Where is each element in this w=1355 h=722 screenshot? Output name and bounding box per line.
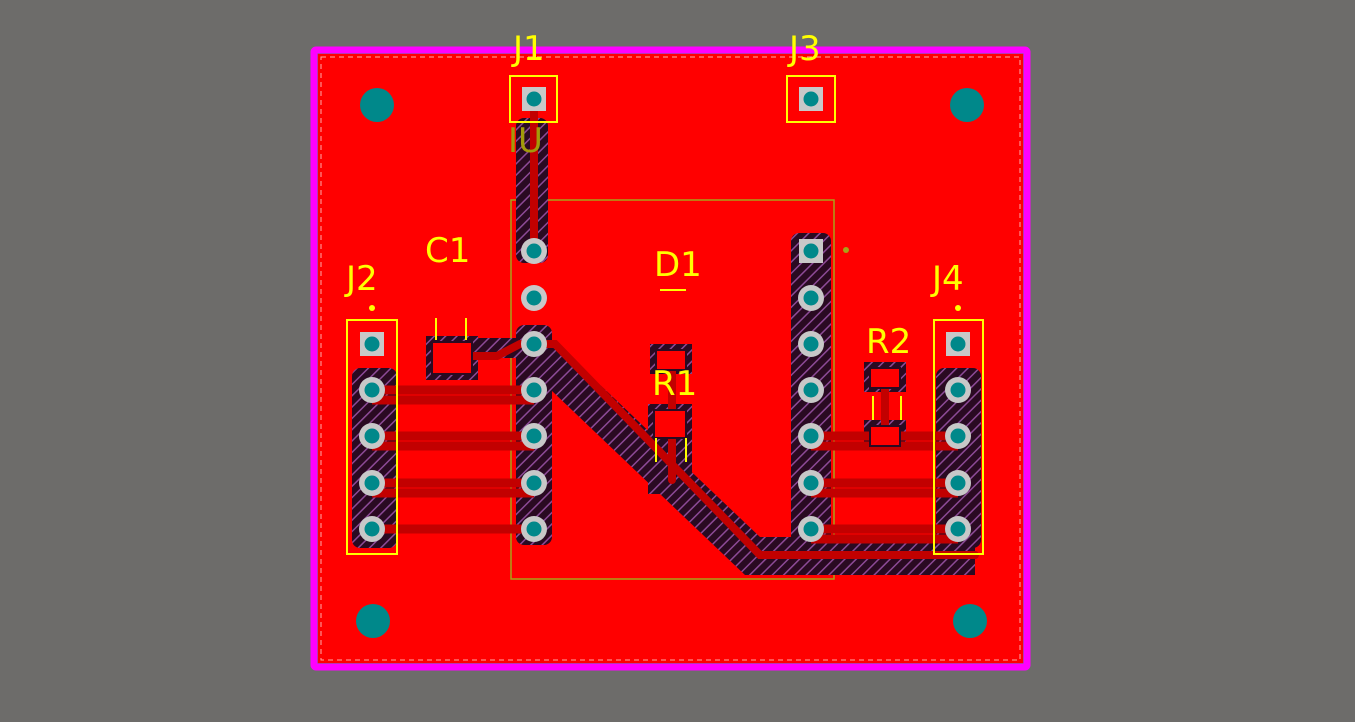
through-hole-pad-icon xyxy=(364,428,380,444)
through-hole-pad-icon xyxy=(803,336,819,352)
through-hole-pad-icon xyxy=(526,428,542,444)
j4-silk-box xyxy=(933,319,984,555)
through-hole-pad-icon xyxy=(803,521,819,537)
mounting-hole-icon xyxy=(360,88,394,122)
mounting-hole-icon xyxy=(950,88,984,122)
through-hole-pad-icon xyxy=(526,382,542,398)
through-hole-pad-icon xyxy=(526,91,542,107)
j2-label: J2 xyxy=(344,259,378,299)
silkscreen-outlines xyxy=(346,75,984,555)
r1-pad-2 xyxy=(653,409,687,439)
through-hole-pad-icon xyxy=(526,336,542,352)
mounting-hole-icon xyxy=(953,604,987,638)
board-outline xyxy=(310,46,1031,671)
smd-pads xyxy=(431,341,901,447)
through-hole-pad-icon xyxy=(526,243,542,259)
u1-label: IU xyxy=(508,121,543,161)
r1-pad-1 xyxy=(655,349,687,371)
j2-pin1-dot xyxy=(369,305,375,311)
mounting-holes xyxy=(356,88,987,638)
u1-pin1-dot xyxy=(843,247,849,253)
r2-label: R2 xyxy=(866,322,911,362)
r1-label: R1 xyxy=(652,364,697,404)
mounting-hole-icon xyxy=(356,604,390,638)
through-hole-pad-icon xyxy=(950,521,966,537)
d1-label: D1 xyxy=(654,245,702,285)
through-hole-pad-icon xyxy=(950,475,966,491)
j1-silk-box xyxy=(509,75,558,123)
through-hole-pad-icon xyxy=(526,521,542,537)
through-hole-pad-icon xyxy=(950,336,966,352)
through-hole-pad-icon xyxy=(364,382,380,398)
through-hole-pad-icon xyxy=(803,475,819,491)
r2-pad-2 xyxy=(869,425,901,447)
through-hole-pads xyxy=(359,87,971,542)
silkscreen-labels: J1 J3 J2 J4 C1 D1 R1 R2 IU xyxy=(344,29,964,404)
keepout-dashed-line xyxy=(320,56,1021,661)
j3-silk-box xyxy=(786,75,836,123)
c1-label: C1 xyxy=(425,231,470,271)
j2-bus-traces xyxy=(372,385,534,534)
through-hole-pad-icon xyxy=(364,521,380,537)
j1-label: J1 xyxy=(511,29,545,69)
through-hole-pad-icon xyxy=(803,290,819,306)
j4-pin1-dot xyxy=(955,305,961,311)
r2-pad-1 xyxy=(869,367,901,389)
through-hole-pad-icon xyxy=(803,428,819,444)
through-hole-pad-icon xyxy=(803,243,819,259)
through-hole-pad-icon xyxy=(803,91,819,107)
through-hole-pad-icon xyxy=(526,475,542,491)
through-hole-pad-icon xyxy=(364,475,380,491)
j2-silk-box xyxy=(346,319,398,555)
through-hole-pad-icon xyxy=(364,336,380,352)
j3-label: J3 xyxy=(787,29,821,69)
through-hole-pad-icon xyxy=(526,290,542,306)
j4-label: J4 xyxy=(930,259,964,299)
through-hole-pad-icon xyxy=(950,428,966,444)
through-hole-pad-icon xyxy=(803,382,819,398)
c1-pad-1 xyxy=(431,341,473,375)
through-hole-pad-icon xyxy=(950,382,966,398)
